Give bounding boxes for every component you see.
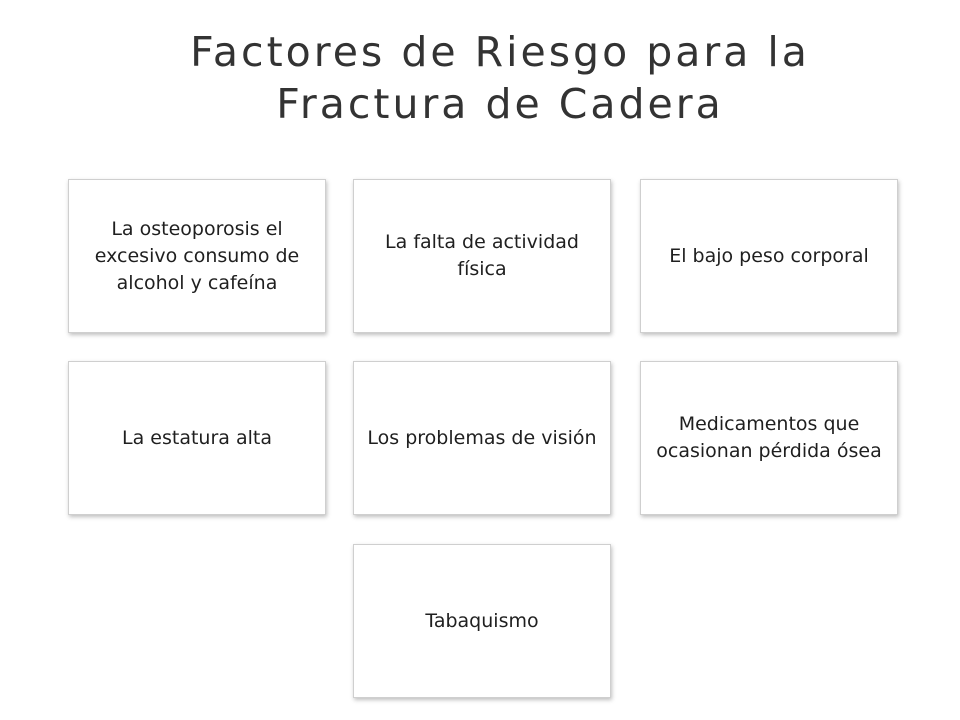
factor-label: La estatura alta [122,426,272,449]
factor-label: Tabaquismo [425,609,539,632]
factor-label: Medicamentos que ocasionan pérdida ósea [656,413,882,462]
factor-box-physical-activity: La falta de actividad física [353,179,611,333]
factor-label: Los problemas de visión [367,426,597,449]
factor-box-osteoporosis: La osteoporosis el excesivo consumo de a… [68,179,326,333]
factor-box-low-weight: El bajo peso corporal [640,179,898,333]
factor-label: El bajo peso corporal [669,244,869,267]
factor-box-smoking: Tabaquismo [353,544,611,698]
slide-title: Factores de Riesgo para la Fractura de C… [190,28,810,128]
factor-label: La falta de actividad física [385,231,579,280]
factor-label: La osteoporosis el excesivo consumo de a… [94,217,300,294]
factor-box-vision-problems: Los problemas de visión [353,361,611,515]
factor-box-medications: Medicamentos que ocasionan pérdida ósea [640,361,898,515]
factor-box-tall-stature: La estatura alta [68,361,326,515]
